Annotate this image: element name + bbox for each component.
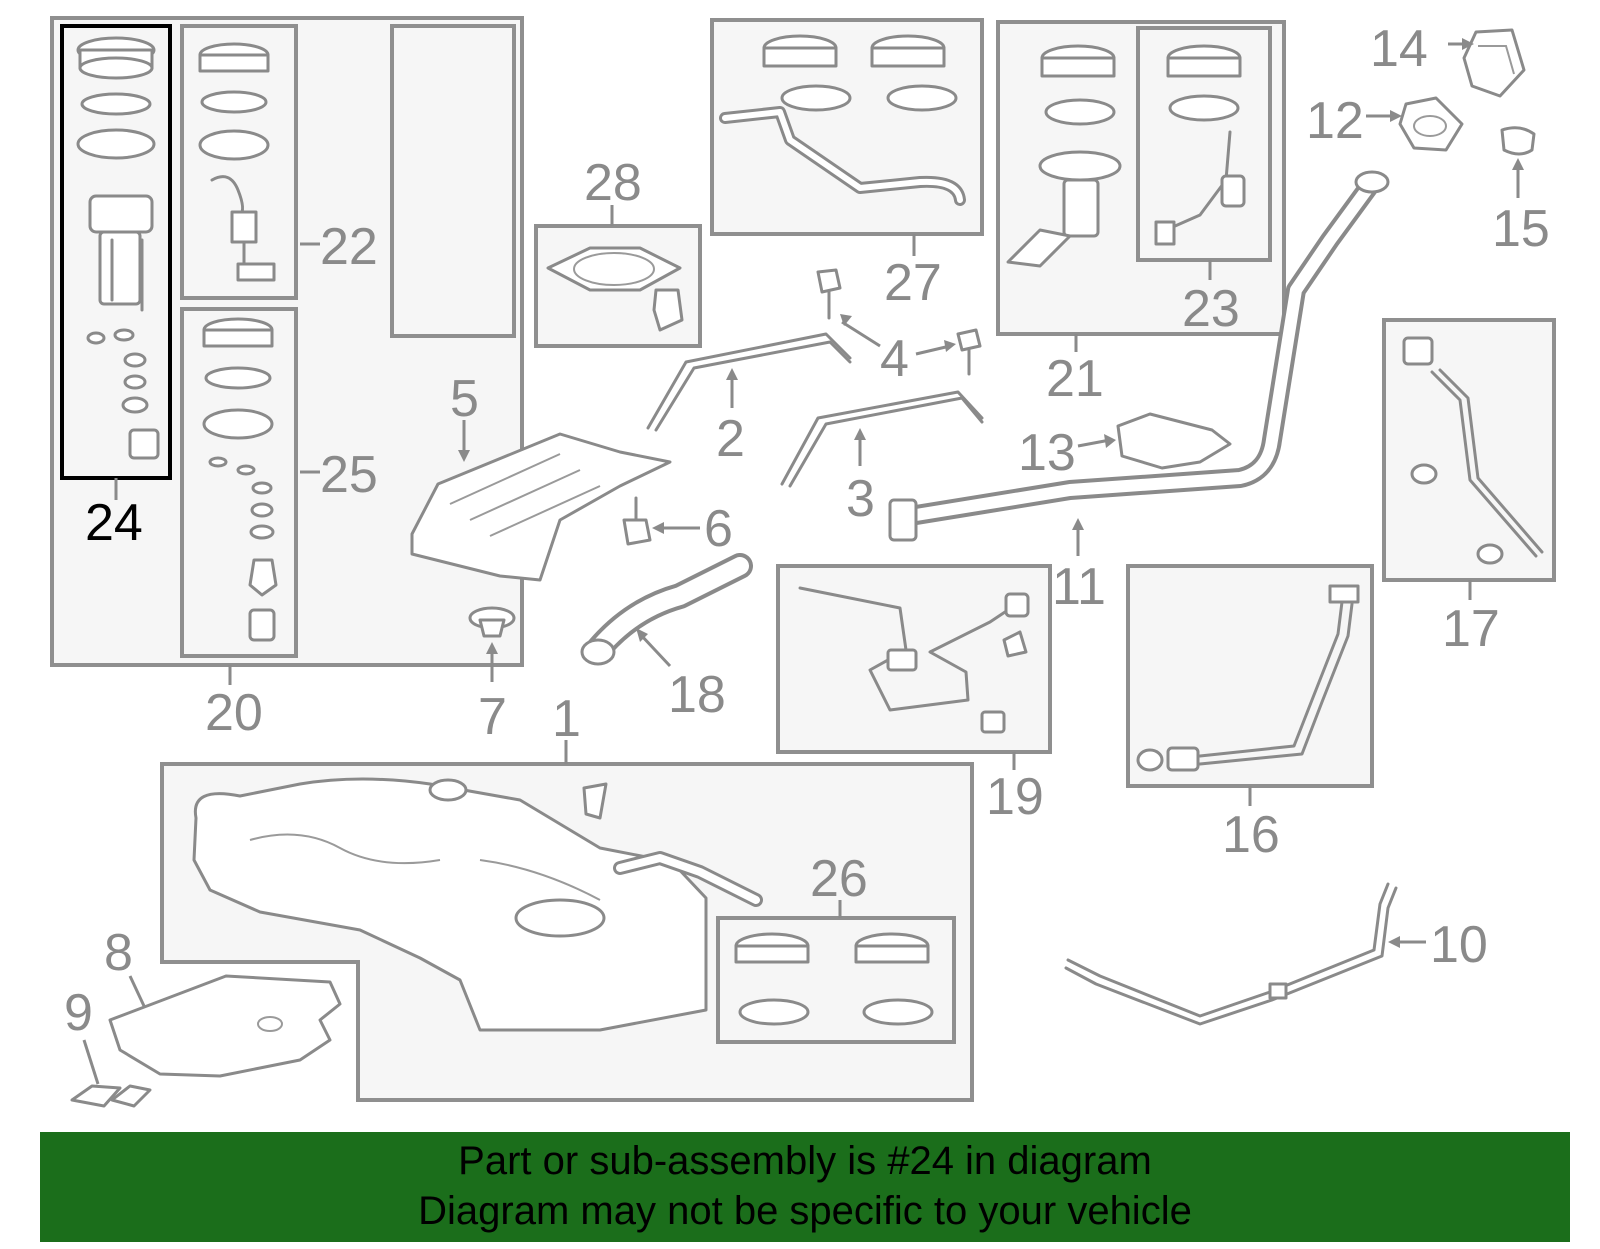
part-17 [1402, 336, 1544, 565]
label-20: 20 [205, 684, 263, 742]
label-10: 10 [1430, 916, 1488, 974]
part-14-fuel-cap [1462, 28, 1526, 98]
part-16 [1136, 584, 1360, 772]
label-25: 25 [320, 446, 378, 504]
label-24: 24 [85, 494, 143, 552]
part-12 [1398, 96, 1464, 152]
part-11-filler-pipe [888, 170, 1390, 542]
part-22 [198, 42, 276, 282]
label-27: 27 [884, 254, 942, 312]
label-22: 22 [320, 218, 378, 276]
info-banner: Part or sub-assembly is #24 in diagram D… [40, 1132, 1570, 1242]
part-7-grommet [468, 606, 516, 638]
part-28-cover [546, 246, 684, 332]
part-23 [1154, 44, 1246, 246]
label-14: 14 [1370, 20, 1428, 78]
label-5: 5 [450, 370, 479, 428]
label-2: 2 [716, 410, 745, 468]
label-16: 16 [1222, 806, 1280, 864]
label-6: 6 [704, 500, 733, 558]
label-1: 1 [552, 690, 581, 748]
banner-line-2: Diagram may not be specific to your vehi… [418, 1189, 1192, 1233]
part-27 [719, 34, 966, 206]
label-23: 23 [1182, 280, 1240, 338]
part-9-clips [70, 1084, 152, 1108]
banner-line-1: Part or sub-assembly is #24 in diagram [458, 1139, 1152, 1183]
label-11: 11 [1052, 558, 1106, 616]
label-15: 15 [1492, 200, 1550, 258]
part-2-strap [646, 332, 852, 432]
blank-panel [390, 24, 516, 338]
part-8-skid-plate [108, 974, 342, 1078]
part-4-bolts [816, 268, 982, 376]
part-13 [1116, 412, 1232, 470]
part-24-fuel-pump-module[interactable] [76, 36, 160, 460]
part-15 [1500, 126, 1536, 156]
part-18-hose [580, 553, 753, 666]
assembly-box-25 [180, 307, 298, 658]
label-3: 3 [846, 470, 875, 528]
label-18: 18 [668, 666, 726, 724]
label-7: 7 [478, 688, 507, 746]
label-13: 13 [1018, 424, 1076, 482]
part-19 [798, 586, 1030, 734]
label-4: 4 [880, 330, 909, 388]
part-6-bolt [622, 496, 652, 546]
part-1-fuel-tank [192, 777, 763, 1032]
label-12: 12 [1306, 92, 1364, 150]
part-3-strap [780, 390, 984, 488]
label-17: 17 [1442, 600, 1500, 658]
part-26 [734, 932, 934, 1026]
label-26: 26 [810, 850, 868, 908]
label-8: 8 [104, 924, 133, 982]
part-5-heat-shield [410, 432, 672, 582]
label-21: 21 [1046, 350, 1104, 408]
part-10-brake-line [1064, 882, 1398, 1026]
label-9: 9 [64, 984, 93, 1042]
part-25 [202, 317, 278, 642]
label-19: 19 [986, 768, 1044, 826]
part-21 [1006, 44, 1122, 268]
label-28: 28 [584, 154, 642, 212]
